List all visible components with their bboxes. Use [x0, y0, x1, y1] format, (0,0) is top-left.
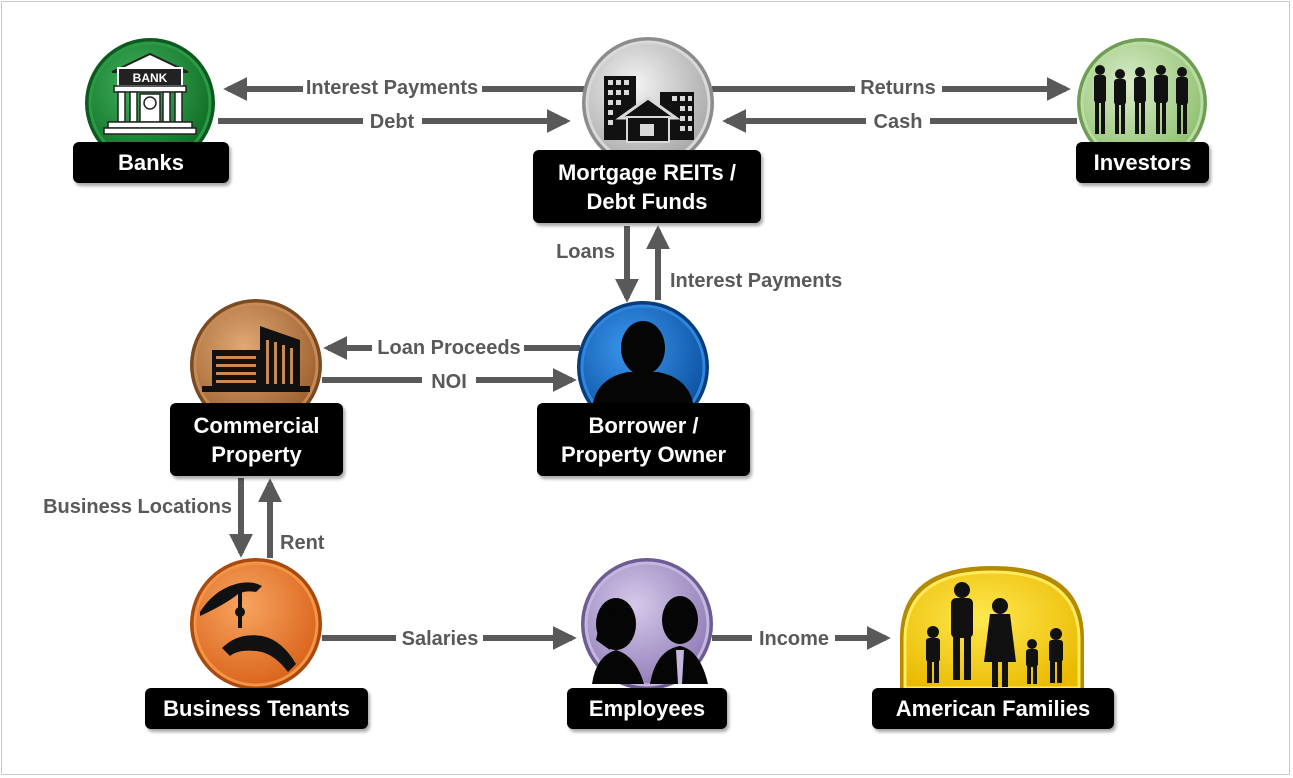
commercial-node	[190, 299, 322, 431]
bank-sign-text: BANK	[133, 71, 168, 85]
node-label-investors: Investors	[1076, 142, 1209, 183]
family-silhouette-icon	[926, 582, 1063, 687]
people-silhouettes-icon	[1094, 65, 1188, 134]
edge-label-business-locations: Business Locations	[43, 496, 232, 518]
edge-label-loans: Loans	[556, 241, 615, 263]
employees-silhouette-icon	[592, 596, 708, 684]
edge-label-rent: Rent	[280, 532, 325, 554]
edge-label-salaries: Salaries	[402, 628, 479, 650]
reits-node	[582, 37, 714, 169]
node-label-tenants: Business Tenants	[145, 688, 368, 729]
edge-label-cash: Cash	[874, 111, 923, 133]
banks-node: BANK	[85, 38, 215, 168]
edge-label-noi: NOI	[431, 371, 467, 393]
employees-node	[581, 558, 713, 690]
node-label-commercial: Commercial Property	[170, 403, 343, 476]
families-node	[900, 566, 1084, 690]
investors-node	[1077, 38, 1207, 168]
edge-label-interest-payments-borrower: Interest Payments	[670, 270, 842, 292]
node-label-banks: Banks	[73, 142, 229, 183]
edge-label-debt: Debt	[370, 111, 415, 133]
bank-icon: BANK	[103, 52, 197, 135]
edge-label-income: Income	[759, 628, 829, 650]
city-buildings-icon	[604, 76, 694, 143]
office-building-icon	[202, 326, 310, 392]
edge-label-returns: Returns	[860, 77, 936, 99]
tenants-node	[190, 558, 322, 690]
node-label-employees: Employees	[567, 688, 727, 729]
edge-label-loan-proceeds: Loan Proceeds	[377, 337, 520, 359]
edge-label-interest-payments-banks: Interest Payments	[306, 77, 478, 99]
node-label-families: American Families	[872, 688, 1114, 729]
node-label-reits: Mortgage REITs / Debt Funds	[533, 150, 761, 223]
hand-with-keys-icon	[200, 582, 296, 672]
node-label-borrower: Borrower / Property Owner	[537, 403, 750, 476]
